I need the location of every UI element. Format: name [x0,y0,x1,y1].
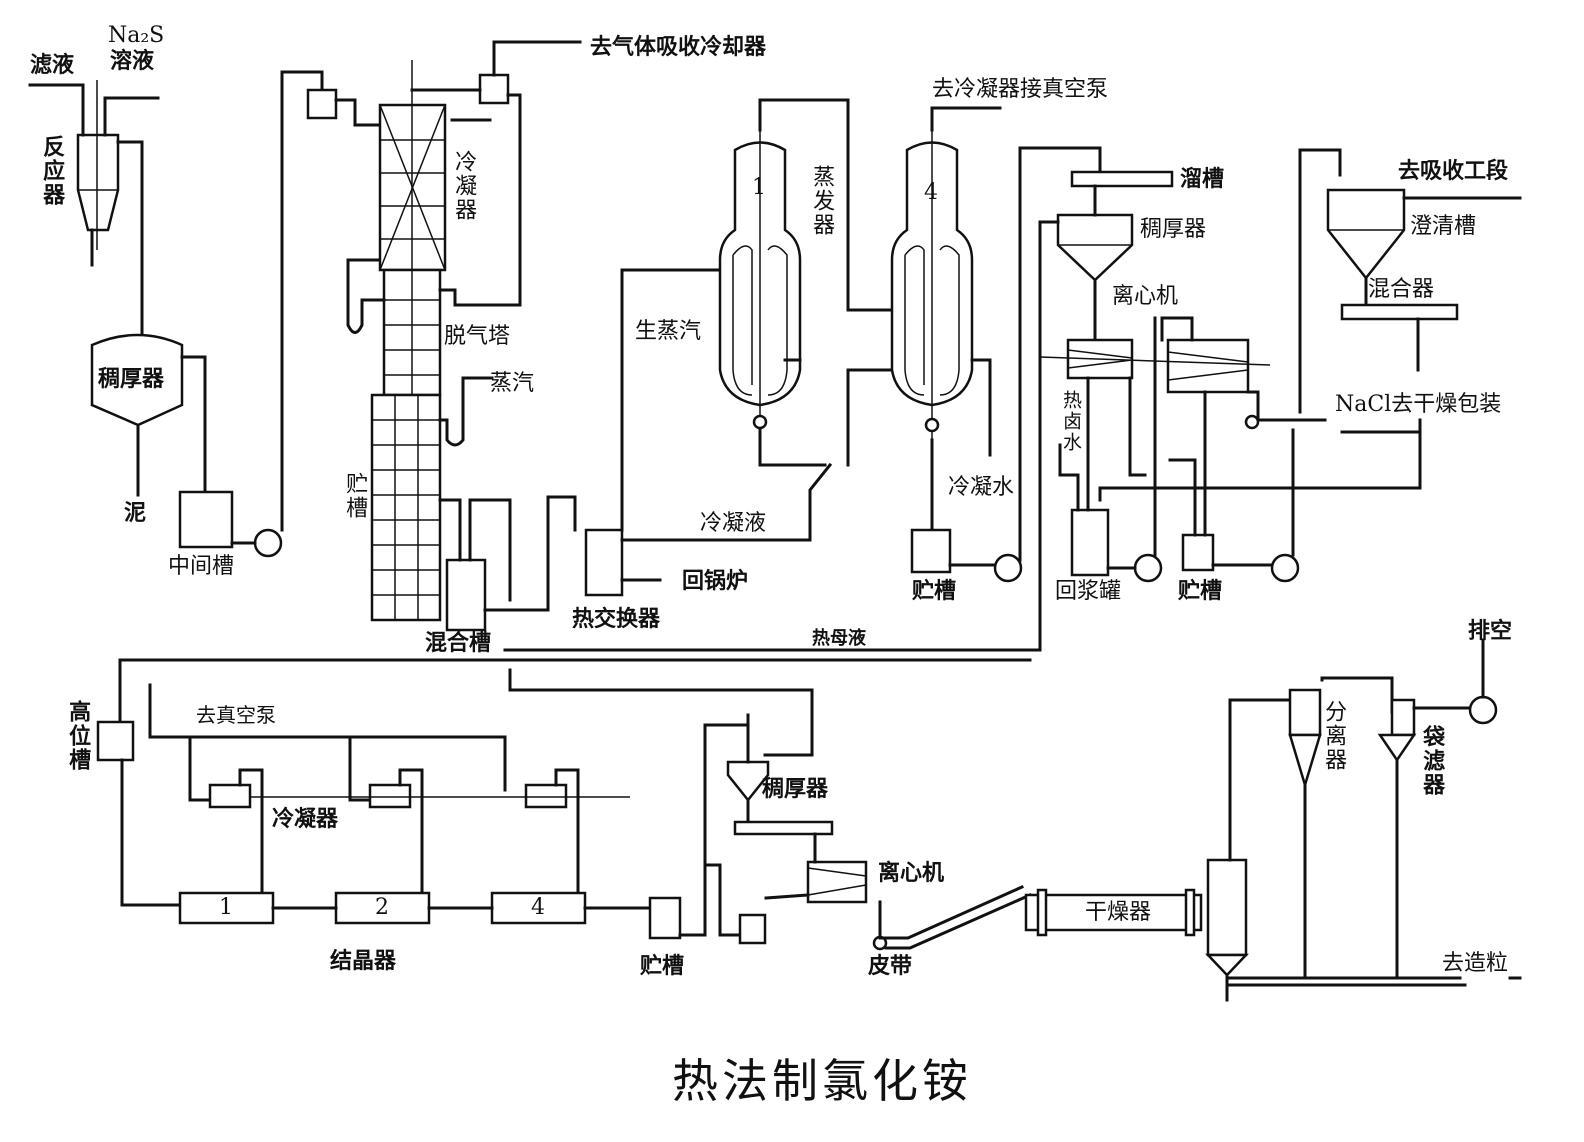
pump-2 [993,553,1023,583]
evaporator-1 [718,130,802,430]
label-filtrate: 滤液 [30,52,75,78]
pump-3 [1133,553,1163,583]
label-mixer: 混合器 [1368,277,1435,302]
small-tank-gas [478,73,510,105]
thickener-2-vessel [1056,213,1134,282]
label-na2s: Na₂S [108,23,165,48]
thickener-3-vessel [726,760,770,803]
crystallizer-4-number: 4 [531,895,545,920]
intermediate-tank-vessel [178,490,234,549]
label-thickener-2: 稠厚器 [1140,217,1207,242]
label-na2s-solution: 溶液 [110,48,155,74]
degassing-tower [382,268,442,397]
pump-4 [1270,553,1300,583]
label-mixing-tank: 混合槽 [425,630,492,656]
label-degassing-tower: 脱气塔 [444,324,511,349]
label-storage-tank-right: 贮槽 [1178,578,1223,604]
mixer-vessel [1340,303,1459,321]
crystallizer-4 [490,891,587,925]
label-belt: 皮带 [868,953,913,979]
label-centrifuge-2: 离心机 [878,860,945,886]
chute-vessel [1070,170,1174,188]
label-separator: 分离器 [1321,700,1347,772]
condenser-bottom-3 [524,783,568,809]
label-storage-tank-bottom: 贮槽 [640,953,685,979]
head-tank-vessel [96,720,135,762]
label-slurry-return-tank: 回浆罐 [1055,579,1122,604]
label-chute: 溜槽 [1180,166,1225,192]
pump-1 [253,528,283,558]
vent-fan [1468,695,1498,725]
label-steam: 蒸汽 [490,371,535,396]
evaporator-4 [890,130,974,440]
evaporator-1-number: 1 [752,175,766,200]
label-mud: 泥 [124,500,147,526]
storage-tank-evap-vessel [910,528,952,574]
evaporator-4-number: 4 [924,180,938,205]
label-to-condenser-vacuum-pump: 去冷凝器接真空泵 [932,77,1109,102]
thickener-1-vessel [90,333,184,427]
crystallizer-1-number: 1 [219,895,233,920]
label-condenser-bottom: 冷凝器 [272,806,339,832]
label-bag-filter: 袋滤器 [1419,725,1446,797]
label-to-granulation: 去造粒 [1442,951,1509,976]
label-reactor: 反应器 [39,135,66,207]
label-return-boiler: 回锅炉 [682,568,749,594]
storage-tank-right-vessel [1181,533,1215,572]
slurry-return-tank-vessel [1070,508,1110,577]
label-thickener-1: 稠厚器 [98,366,165,392]
crystallizer-2 [334,891,431,925]
label-centrifuge-1: 离心机 [1112,284,1179,309]
label-evaporator: 蒸发器 [809,165,835,237]
label-nacl-to-drying: NaCl去干燥包装 [1335,392,1502,417]
condenser-bottom-2 [368,783,412,809]
dryer-hood [1205,858,1249,977]
label-thickener-3: 稠厚器 [762,776,829,802]
dryer-vessel [1024,888,1203,937]
label-to-absorption-section: 去吸收工段 [1398,158,1509,184]
na2s-pipe [103,96,160,137]
label-to-gas-absorption-cooler: 去气体吸收冷却器 [590,34,767,60]
mixing-tank-vessel [445,558,487,632]
centrifuge-1b [1166,338,1250,394]
heat-exchanger-vessel [584,528,624,597]
centrifuge-2-vessel [806,860,868,904]
label-condensed-water: 冷凝水 [948,475,1015,500]
label-storage-tank-evap: 贮槽 [912,578,957,604]
label-crystallizer: 结晶器 [330,948,397,974]
small-tank-bottom [738,913,767,945]
clarifier-vessel [1326,188,1406,281]
label-condensate: 冷凝液 [700,511,767,536]
condenser-bottom-1 [208,783,252,809]
label-dryer: 干燥器 [1085,900,1152,925]
label-clarifier: 澄清槽 [1410,214,1477,239]
bag-filter-vessel [1377,698,1417,763]
crystallizer-2-number: 2 [375,895,389,920]
chute-bottom [733,820,834,836]
small-tank-top [306,88,338,120]
label-intermediate-tank: 中间槽 [168,554,235,579]
filtrate-pipe [28,83,85,137]
label-vent: 排空 [1468,618,1513,644]
reactor-to-thickener-pipe [116,140,144,337]
label-hot-mother-liquor: 热母液 [812,628,866,649]
condenser-column [378,60,447,272]
storage-tank-bottom-vessel [648,896,682,940]
crystallizer-1 [178,891,275,925]
reactor-vessel [76,133,120,232]
label-condenser-top: 冷凝器 [451,150,477,222]
label-head-tank: 高位槽 [65,700,92,772]
separator-vessel [1288,688,1322,790]
label-live-steam: 生蒸汽 [635,319,702,344]
diagram-title: 热法制氯化铵 [672,1054,972,1108]
label-hot-brine: 热卤水 [1059,390,1082,453]
label-storage-tank-tower: 贮槽 [342,472,368,520]
storage-tank-tower [370,393,442,622]
label-heat-exchanger: 热交换器 [572,606,661,632]
label-to-vacuum-pump: 去真空泵 [196,703,276,727]
